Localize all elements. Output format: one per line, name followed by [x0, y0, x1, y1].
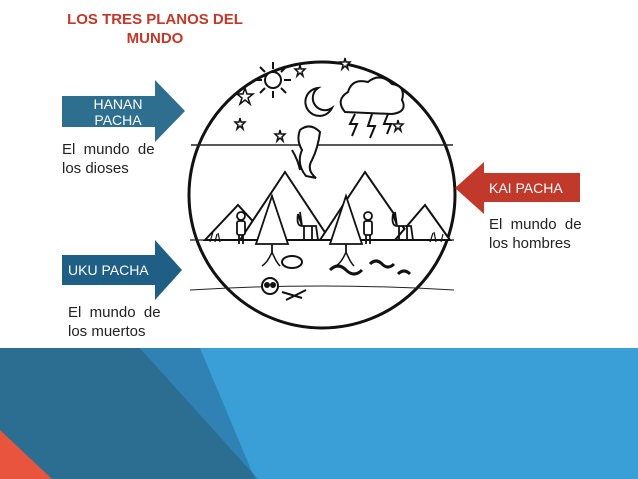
hanan-caption-line-1: El mundo de: [62, 141, 155, 158]
uku-caption-line-1: El mundo de: [68, 304, 161, 321]
uku-pacha-label: UKU PACHA: [68, 262, 149, 278]
hanan-label-line-2: PACHA: [94, 112, 142, 128]
kai-caption-line-2: los hombres: [489, 235, 571, 252]
title-line-2: MUNDO: [126, 30, 184, 47]
uku-pacha-arrow: [62, 240, 182, 300]
star-icon: [233, 57, 405, 144]
hanan-caption: El mundo de los dioses: [62, 140, 155, 178]
kai-pacha-arrow: [455, 162, 580, 214]
hanan-pacha-label: HANAN PACHA: [78, 96, 158, 128]
footer-mid-triangle: [140, 348, 258, 479]
footer-dark-triangle: [0, 348, 258, 479]
roots-icon: [261, 251, 355, 267]
kai-caption: El mundo de los hombres: [489, 215, 582, 253]
hanan-label-line-1: HANAN: [93, 96, 143, 112]
footer-corner-accent: [0, 430, 52, 479]
person-icon: [236, 211, 373, 244]
hanan-caption-line-2: los dioses: [62, 160, 129, 177]
moon-icon: [304, 86, 335, 117]
page-title: LOS TRES PLANOS DEL MUNDO: [60, 10, 250, 48]
condor-icon: [291, 125, 322, 179]
llama-icon: [296, 211, 414, 241]
hanan-pacha-arrow: [62, 80, 185, 142]
cloud-lightning-icon: [339, 76, 405, 139]
grass-icon: [209, 231, 444, 243]
skull-icon: [261, 255, 307, 301]
title-line-1: LOS TRES PLANOS DEL: [67, 11, 243, 28]
uku-caption-line-2: los muertos: [68, 323, 146, 340]
uku-caption: El mundo de los muertos: [68, 303, 161, 341]
sun-icon: [255, 62, 291, 98]
serpent-icon: [328, 259, 412, 276]
kai-caption-line-1: El mundo de: [489, 216, 582, 233]
tree-icon: [254, 193, 364, 252]
kai-pacha-label: KAI PACHA: [489, 180, 563, 196]
cosmos-circle: [187, 60, 457, 330]
